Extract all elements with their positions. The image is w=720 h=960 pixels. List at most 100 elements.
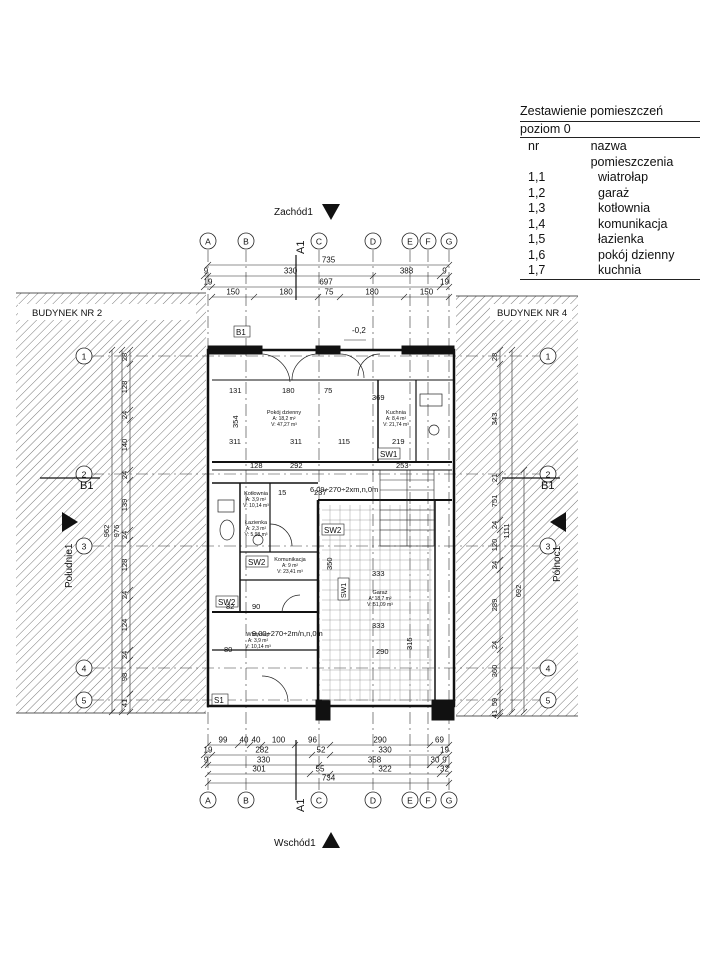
dim-right-value: 41 xyxy=(490,710,499,718)
axis-row-bubble: 5 xyxy=(546,696,551,706)
dim-left-tick xyxy=(126,596,134,604)
room-schedule-header: nr nazwa pomieszczenia xyxy=(520,139,700,170)
room-name-hall: Komunikacja xyxy=(274,557,306,563)
room-volume-kitchen: V: 21,74 m³ xyxy=(383,422,409,428)
axis-column-bubble-circle xyxy=(237,791,255,809)
dim-right-total-b-value: 692 xyxy=(514,585,523,598)
dim-311-a: 311 xyxy=(229,437,241,446)
dim-bottom-1-value: 40 xyxy=(240,736,249,745)
dim-bottom-1-tick xyxy=(258,741,266,749)
room-name: wiatrołap xyxy=(598,170,649,184)
dim-left-value: 24 xyxy=(120,531,129,539)
dim-right-tick xyxy=(496,516,504,524)
dim-right-tick xyxy=(496,566,504,574)
dim-bottom-1-tick xyxy=(445,741,453,749)
dim-bottom-5-tick xyxy=(204,779,212,787)
dim-top-4-tick xyxy=(336,293,344,301)
bathroom-fixtures xyxy=(217,393,443,546)
dim-bottom-1-value: 96 xyxy=(308,736,317,745)
dim-top-2-tick xyxy=(369,272,377,280)
axis-column-bubble: A xyxy=(205,796,211,806)
dim-left-value: 24 xyxy=(120,411,129,419)
dim-bottom-1-tick xyxy=(326,741,334,749)
room-name: pokój dzienny xyxy=(598,247,675,262)
room-nr: 1,4 xyxy=(528,216,546,231)
building-right-label: BUDYNEK NR 4 xyxy=(497,308,567,319)
dim-292: 292 xyxy=(290,461,303,470)
dim-left-total-b-tick xyxy=(118,346,126,354)
header-nr: nr xyxy=(528,139,540,153)
dim-bottom-3-value: 9 xyxy=(204,756,209,765)
axis-row-bubble: 2 xyxy=(546,470,551,480)
axis-column-bubble: C xyxy=(316,796,322,806)
room-nr: 1,6 xyxy=(528,247,546,262)
room-area-kitchen: A: 8,4 m² xyxy=(386,416,407,422)
dim-bottom-3-tick xyxy=(315,761,323,769)
axis-row-bubble-circle xyxy=(539,537,557,555)
dim-right-value: 360 xyxy=(490,665,499,678)
room-name: kotłownia xyxy=(598,201,651,215)
door-swings xyxy=(261,353,381,703)
room-volume-living: V: 47,27 m³ xyxy=(271,422,297,428)
dim-left-total-a-tick xyxy=(108,346,116,354)
dim-bottom-4-value: 322 xyxy=(378,765,392,774)
axis-row-bubble: 1 xyxy=(546,352,551,362)
dim-right-total-b-tick xyxy=(520,708,528,716)
dim-top-4-value: 180 xyxy=(365,288,379,297)
dim-top-3-value: 697 xyxy=(319,278,333,287)
sw2-label-boiler: SW2 xyxy=(218,598,236,607)
building-left-label-bg xyxy=(18,304,196,320)
room-name-vestibule: Wiatrołap xyxy=(246,632,269,638)
dim-bottom-1-tick xyxy=(246,741,254,749)
dim-top-4-tick xyxy=(445,293,453,301)
dim-top-4-tick xyxy=(208,293,216,301)
dim-bottom-1-tick xyxy=(204,741,212,749)
axis-column-bubble-circle xyxy=(364,791,382,809)
dim-right-tick xyxy=(496,470,504,478)
dim-right-tick xyxy=(496,712,504,720)
dim-right-value: 24 xyxy=(490,561,499,569)
dim-bottom-1-value: 40 xyxy=(252,736,261,745)
dim-right-total-a-tick xyxy=(508,708,516,716)
dim-bottom-1-value: 100 xyxy=(272,736,286,745)
dim-left-tick xyxy=(126,360,134,368)
axis-column-bubble-circle xyxy=(310,232,328,250)
axis-column-bubble: F xyxy=(425,796,430,806)
room-area-hall: A: 9 m² xyxy=(282,563,298,569)
room-area-boiler: A: 3,9 m² xyxy=(246,497,267,503)
dim-bottom-3-value: 30 xyxy=(431,756,440,765)
dim-180: 180 xyxy=(282,386,295,395)
dim-top-4-value: 150 xyxy=(226,288,240,297)
dim-right-tick xyxy=(496,636,504,644)
dim-left-value: 128 xyxy=(120,381,129,394)
dim-bottom-4-tick xyxy=(326,770,334,778)
dim-right-value: 24 xyxy=(490,521,499,529)
dim-82: 82 xyxy=(226,602,234,611)
compass-north-label: Północ1 xyxy=(552,545,563,582)
compass-east-label: Wschód1 xyxy=(274,838,316,849)
compass-west-arrow-icon xyxy=(322,204,340,220)
dim-top-2-value: 330 xyxy=(284,267,298,276)
dim-bottom-4-value: 301 xyxy=(252,765,266,774)
dim-369: 369 xyxy=(372,393,385,402)
dim-219: 219 xyxy=(392,437,405,446)
dim-right-total-a-tick xyxy=(508,346,516,354)
dim-top-3-tick xyxy=(436,283,444,291)
header-name: nazwa pomieszczenia xyxy=(590,139,674,169)
dim-top-3-value: 19 xyxy=(440,278,449,287)
dim-top-4-value: 180 xyxy=(279,288,293,297)
dim-top-3-tick xyxy=(200,283,208,291)
dim-bottom-2-value: 19 xyxy=(440,746,449,755)
dim-bottom-3-tick xyxy=(204,761,212,769)
axis-column-bubble-circle xyxy=(440,791,458,809)
dim-bottom-3-value: 330 xyxy=(257,756,271,765)
axis-row-bubble: 1 xyxy=(82,352,87,362)
room-name: łazienka xyxy=(598,232,644,246)
